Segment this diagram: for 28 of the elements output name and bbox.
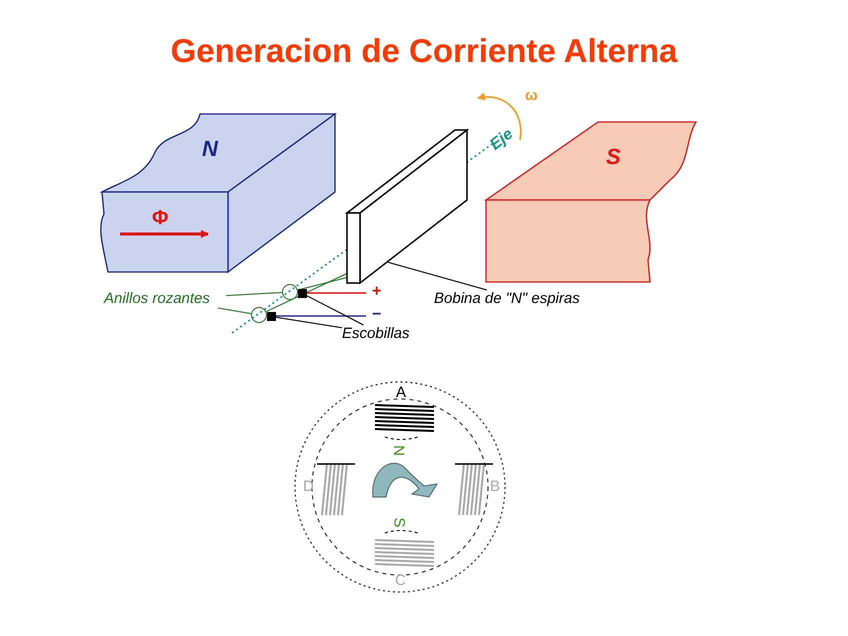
magnet-block (484, 120, 698, 284)
brush (267, 312, 276, 321)
axis-label: Eje (488, 126, 516, 154)
leader-line (386, 262, 488, 290)
pole-letter: N (390, 445, 406, 456)
terminal-label: C (395, 573, 406, 588)
coil-label: Bobina de "N" espiras (434, 290, 604, 308)
coil (345, 128, 469, 285)
brushes-label: Escobillas (342, 325, 420, 343)
leader-line (226, 292, 283, 296)
leader-line (217, 308, 252, 314)
pole-letter: S (392, 518, 406, 528)
brush (298, 289, 307, 298)
polarity-sign: + (372, 284, 382, 300)
leader-line (276, 316, 342, 328)
terminal-label: B (490, 479, 500, 494)
title: Generacion de Corriente Alterna (170, 34, 678, 67)
terminal-label: D (303, 479, 314, 494)
coil-lead-wire (266, 272, 348, 312)
terminal-label: A (396, 385, 406, 400)
pole-letter: N (202, 138, 218, 160)
polarity-sign: − (372, 307, 382, 323)
slip-rings-label: Anillos rozantes (104, 290, 226, 308)
magnet-block (100, 112, 337, 275)
omega-label: ω (525, 88, 538, 103)
leader-line (306, 295, 364, 326)
flux-symbol: Φ (152, 208, 168, 228)
pole-letter: S (606, 146, 621, 168)
